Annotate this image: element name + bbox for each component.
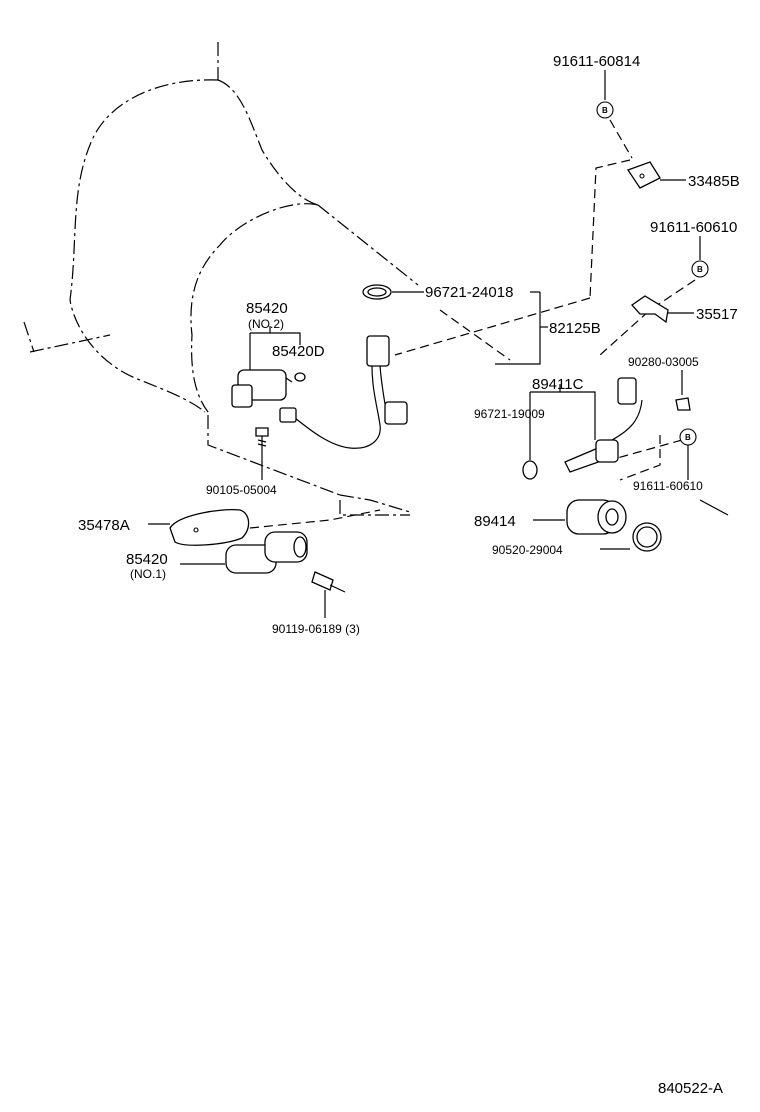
bolt-90105-05004-icon — [255, 427, 269, 448]
label-96721-24018: 96721-24018 — [425, 284, 513, 301]
svg-text:B: B — [685, 433, 691, 442]
solenoid-85420-no1-icon — [225, 531, 308, 574]
housing-89414-icon — [566, 499, 627, 535]
diagram-code: 840522-A — [658, 1080, 723, 1097]
label-82125B: 82125B — [549, 320, 601, 337]
label-no1: (NO.1) — [130, 567, 166, 581]
label-89411C: 89411C — [532, 376, 584, 393]
gasket-90520-29004-icon — [632, 522, 662, 552]
wire-harness-82125B-icon — [279, 335, 408, 449]
label-96721-19009: 96721-19009 — [474, 407, 545, 421]
label-91611-60610-top: 91611-60610 — [650, 219, 737, 236]
clip-90280-03005-icon — [675, 397, 691, 411]
bracket-33485B-icon — [627, 161, 661, 189]
bolt-91611-60814-icon: B — [596, 101, 614, 119]
label-85420-no1: 85420 — [126, 551, 168, 568]
label-91611-60610-bottom: 91611-60610 — [633, 479, 703, 493]
label-33485B: 33485B — [688, 173, 740, 190]
label-89414: 89414 — [474, 513, 516, 530]
o-ring-96721-19009-icon — [522, 460, 538, 480]
label-35517: 35517 — [696, 306, 738, 323]
bolt-90119-06189-icon — [311, 571, 346, 593]
label-90105-05004: 90105-05004 — [206, 483, 277, 497]
label-85420-no2: 85420 — [246, 300, 288, 317]
label-no2: (NO.2) — [248, 317, 284, 331]
label-90520-29004: 90520-29004 — [492, 543, 563, 557]
svg-text:B: B — [697, 265, 703, 274]
label-91611-60814: 91611-60814 — [553, 53, 640, 70]
label-90119-06189: 90119-06189 (3) — [272, 622, 360, 636]
o-ring-96721-24018-icon — [362, 284, 392, 300]
bolt-91611-60610-bottom-icon: B — [679, 428, 697, 446]
label-35478A: 35478A — [78, 517, 130, 534]
solenoid-85420-no2-icon — [231, 369, 293, 408]
label-90280-03005: 90280-03005 — [628, 355, 699, 369]
cover-35478A-icon — [169, 509, 250, 546]
sensor-89411C-icon — [564, 377, 643, 473]
transmission-housing-outline — [23, 42, 419, 516]
leader-lines — [148, 70, 729, 618]
o-ring-85420D-icon — [294, 372, 306, 382]
label-85420D: 85420D — [272, 343, 325, 360]
bolt-91611-60610-top-icon: B — [691, 260, 709, 278]
clamp-35517-icon — [631, 295, 669, 324]
svg-text:B: B — [602, 106, 608, 115]
